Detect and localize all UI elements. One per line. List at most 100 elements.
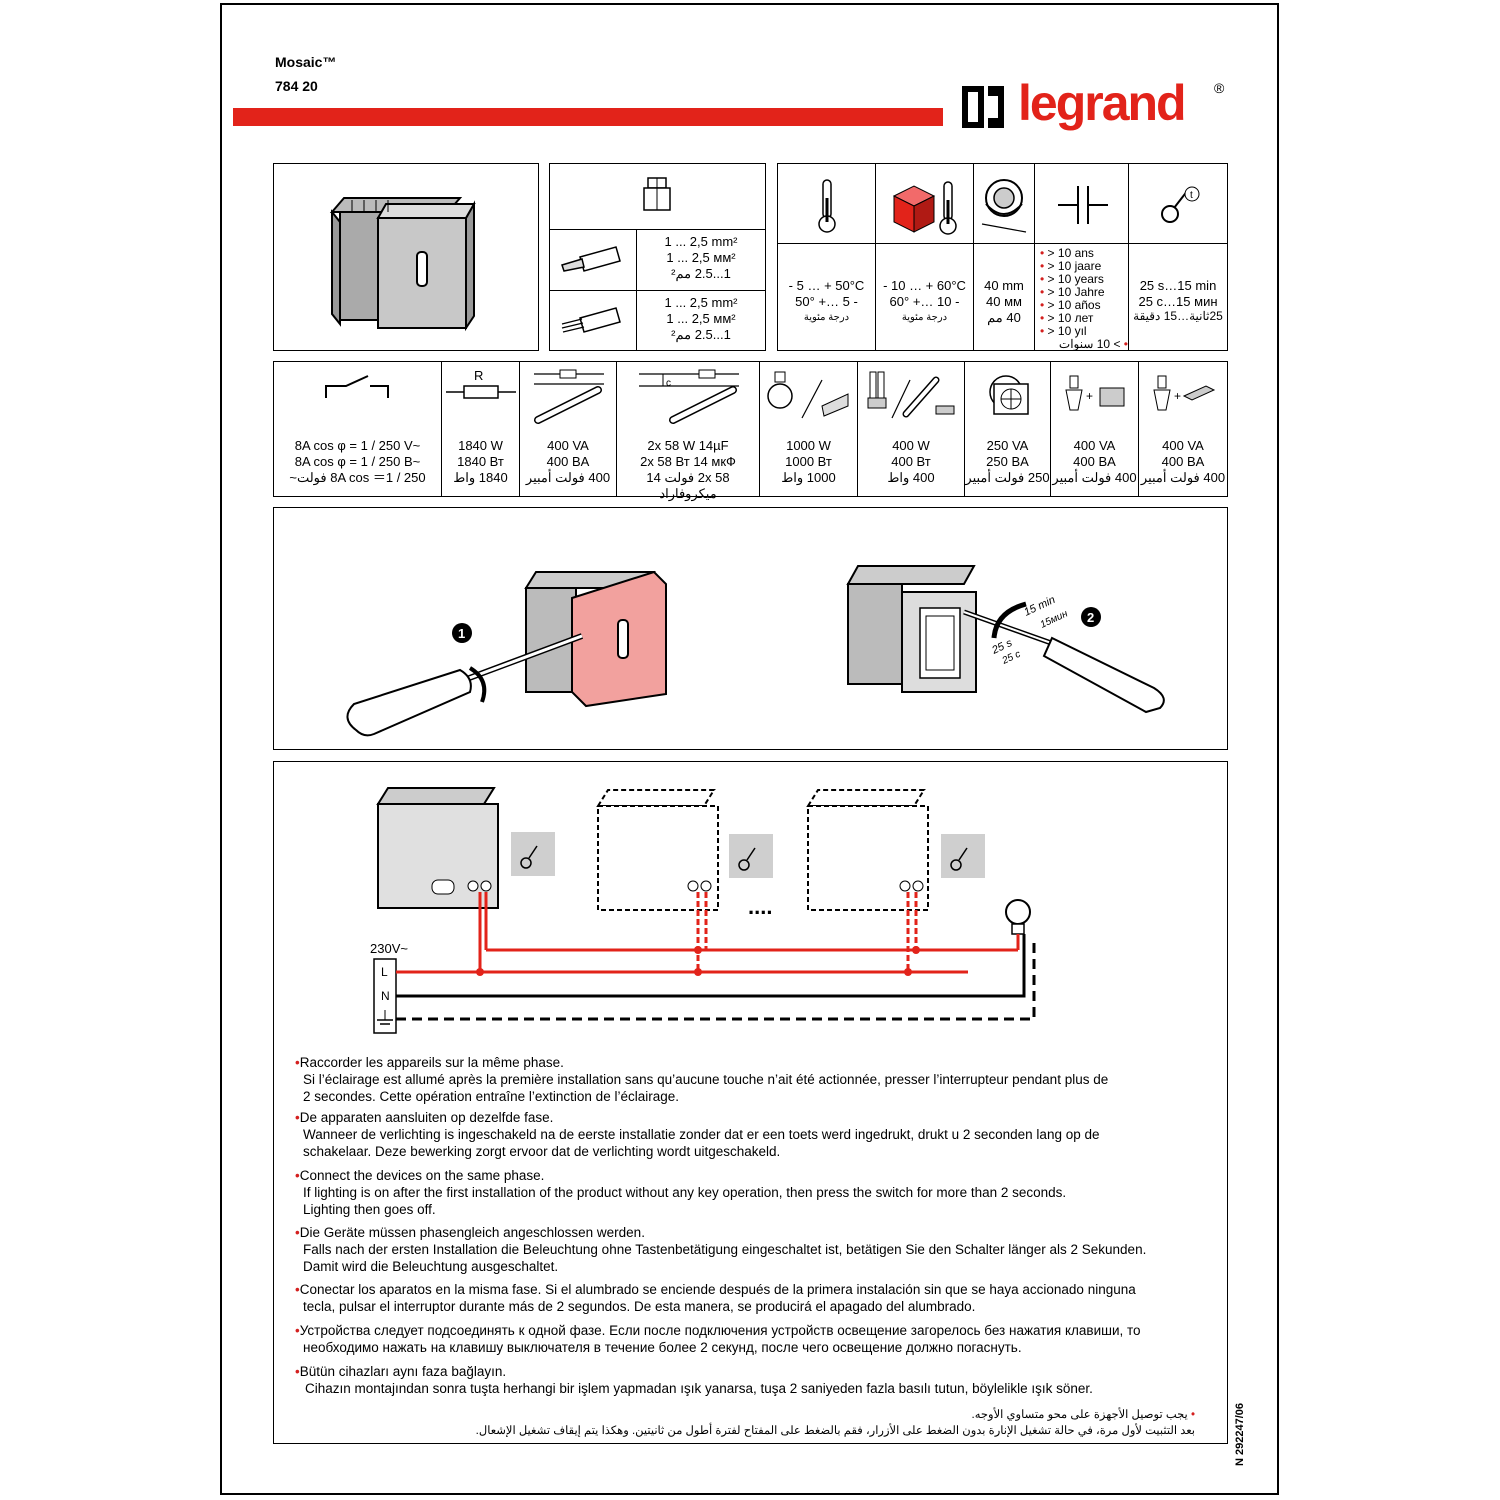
rigid-wire-ar: 1...2.5 مم²: [671, 266, 731, 281]
instruction-en: •Connect the devices on the same phase. …: [295, 1168, 1067, 1217]
resistor-label: R: [474, 368, 484, 383]
timer-range-ru: 25 c…15 мин: [1138, 294, 1218, 309]
electronic-transformer-load: 400 VA: [1162, 438, 1204, 453]
svg-text:+: +: [1174, 389, 1181, 403]
legrand-symbol-icon: [962, 86, 1004, 128]
lamp-icon: [1005, 899, 1031, 935]
fluorescent-load: 400 VA: [547, 438, 589, 453]
step-1-label: 1: [458, 626, 465, 641]
rigid-wire-mm: 1 ... 2,5 mm²: [664, 234, 738, 249]
life-nl: > 10 jaare: [1047, 259, 1102, 273]
step-2-label: 2: [1087, 610, 1094, 625]
life-tr: > 10 yıl: [1047, 324, 1087, 338]
product-reference: 784 20: [275, 78, 318, 94]
contact-rating-ar: 8A cos ＝1 / 250 فولت~: [289, 470, 426, 485]
specs-table: t - 5 … + 50°C - 5 …+ 50° درجة مئوية - 1…: [777, 163, 1228, 351]
electronic-transformer-icon: +: [1153, 375, 1216, 411]
compensated-load-ar: 2x 58 فولت 14 ميكروفاراد: [646, 470, 730, 501]
storage-temp-ar: - 10 …+ 60°: [889, 294, 960, 309]
flexible-wire-icon: [561, 307, 621, 333]
module-with-cover-icon: [524, 570, 667, 708]
incandescent-load-ru: 1000 Вт: [785, 454, 832, 469]
timer-push-icon-2: [738, 847, 756, 871]
depth-ru: 40 мм: [986, 294, 1022, 309]
step-2-marker: [1081, 607, 1101, 627]
capacitor-label: c: [666, 378, 671, 389]
svg-text:t: t: [1190, 190, 1193, 201]
resistive-load: 1840 W: [458, 438, 503, 453]
installation-drawing: 1 15 min 15мин 25 s 25 c 2: [346, 565, 1165, 737]
document-code: N 292247/06: [1234, 1403, 1246, 1466]
instruction-ar: • يجب توصيل الأجهزة على محو متساوي الأوج…: [475, 1409, 1195, 1437]
time-max-ru-label: 15мин: [1039, 608, 1070, 630]
instruction-sheet: [220, 3, 1279, 1495]
flexible-wire-ru: 1 ... 2,5 мм²: [666, 311, 736, 326]
life-en: > 10 years: [1047, 272, 1104, 286]
timer-range: 25 s…15 min: [1139, 278, 1217, 293]
neutral-label: N: [381, 989, 390, 1003]
storage-temp: - 10 … + 60°C: [883, 278, 966, 293]
contact-rating-ru: 8A cos φ = 1 / 250 B~: [294, 454, 421, 469]
header-red-bar: [233, 108, 943, 126]
rigid-wire-icon: [561, 246, 621, 272]
electrical-life-icon: [1058, 186, 1108, 224]
instruction-nl: •De apparaten aansluiten op dezelfde fas…: [295, 1110, 1100, 1159]
master-timer-module-icon: [376, 787, 499, 909]
contact-rating: 8A cos φ = 1 / 250 V~: [294, 438, 421, 453]
life-de: > 10 Jahre: [1047, 285, 1105, 299]
life-ru: > 10 лет: [1047, 311, 1094, 325]
screwdriver-icon: [346, 633, 584, 737]
fan-load-ru: 250 BA: [986, 454, 1029, 469]
slave-symbol-box-2: [941, 834, 985, 878]
instruction-de: •Die Geräte müssen phasengleich angeschl…: [295, 1225, 1147, 1274]
rigid-wire-ru: 1 ... 2,5 мм²: [666, 250, 736, 265]
timer-push-icon-1: [520, 845, 538, 869]
operating-temp: - 5 … + 50°C: [788, 278, 865, 293]
svg-text:+: +: [1086, 389, 1093, 403]
electronic-transformer-load-ru: 400 BA: [1161, 454, 1205, 469]
ferro-transformer-load-ru: 400 BA: [1073, 454, 1116, 469]
life-es: > 10 años: [1047, 298, 1101, 312]
fluorescent-load-ru: 400 BA: [546, 454, 590, 469]
thermometer-icon: [818, 179, 836, 233]
slave-push-module-icon-2: [806, 789, 929, 911]
cfl-load: 400 W: [892, 438, 930, 453]
timer-push-icon-3: [950, 847, 968, 871]
series-name: Mosaic™: [275, 54, 337, 70]
supply-voltage: 230V~: [370, 941, 408, 956]
incandescent-load: 1000 W: [786, 438, 831, 453]
terminal-screw-icon: [643, 177, 671, 211]
fan-icon: [989, 375, 1029, 415]
ferro-transformer-load-ar: 400 فولت أمبير: [1052, 470, 1137, 485]
instruction-ru: •Устройства следует подсоединять к одной…: [295, 1323, 1141, 1355]
screwdriver-icon-2: [963, 601, 1165, 714]
compensated-load: 2x 58 W 14µF: [647, 438, 729, 453]
storage-temperature-icon: [892, 181, 957, 235]
resistive-load-ar: 1840 واط: [453, 470, 508, 485]
legrand-logo: legrand ®: [958, 75, 1224, 140]
more-devices-dots: ....: [748, 894, 772, 919]
registered-mark: ®: [1214, 80, 1225, 96]
cfl-tube-icon: [867, 371, 955, 419]
resistive-load-ru: 1840 Вт: [457, 454, 504, 469]
compensated-fluorescent-icon: [639, 369, 739, 424]
instruction-tr: •Bütün cihazları aynı faza bağlayın. Cih…: [295, 1364, 1093, 1396]
operating-temp-ar: - 5 …+ 50°: [795, 294, 858, 309]
wire-section-box: 1 ... 2,5 mm² 1 ... 2,5 мм² 1...2.5 مم² …: [549, 163, 766, 351]
electronic-transformer-load-ar: 400 فولت أمبير: [1140, 470, 1226, 485]
earth-icon: [377, 1010, 393, 1025]
resistor-icon: [446, 385, 516, 399]
depth-mm: 40 mm: [984, 278, 1024, 293]
neutral-wire: [396, 934, 1026, 998]
legrand-wordmark: legrand: [1018, 75, 1187, 131]
incandescent-load-ar: 1000 واط: [781, 470, 836, 485]
cfl-load-ru: 400 Вт: [891, 454, 931, 469]
ferro-transformer-load: 400 VA: [1073, 438, 1116, 453]
compensated-load-ru: 2x 58 Вт 14 мкФ: [640, 454, 736, 469]
product-module-icon: [329, 197, 476, 332]
line-label: L: [381, 965, 388, 979]
fluorescent-icon: [534, 369, 604, 424]
master-symbol-box: [511, 832, 555, 876]
step-1-marker: [452, 623, 472, 643]
wiring-diagram: .... 230V~ L N: [370, 787, 1036, 1034]
